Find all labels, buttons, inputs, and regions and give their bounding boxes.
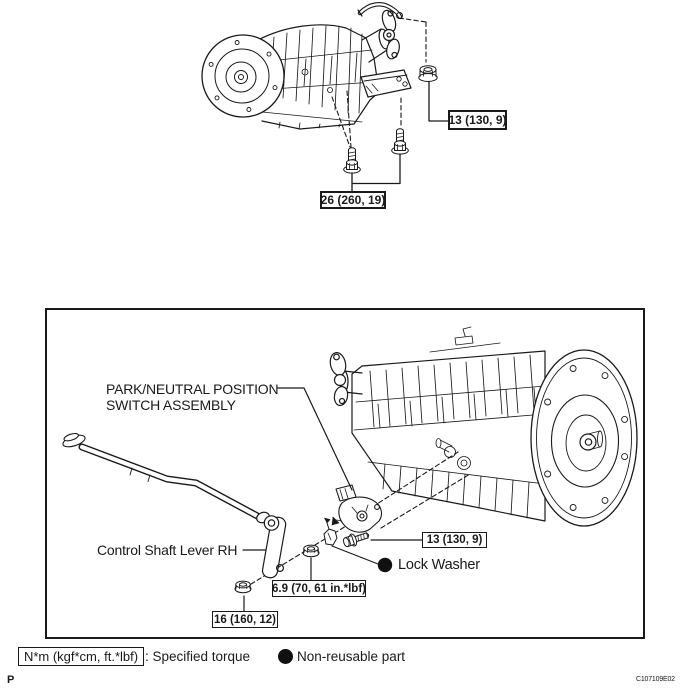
- mount-bolt-2: [391, 128, 409, 155]
- torque-label-13-top-text: 13 (130, 9): [448, 113, 507, 127]
- torque-label-13-bottom-text: 13 (130, 9): [426, 534, 483, 546]
- torque-label-69-text: 6.9 (70, 61 in.*lbf): [272, 582, 366, 595]
- bottom-diagram-frame: [45, 308, 645, 639]
- bottom-transmission-drawing: [329, 326, 638, 527]
- flange-nut: [418, 65, 438, 82]
- control-shaft-lever-label: Control Shaft Lever RH: [97, 542, 238, 558]
- assembly-dashed-lines: [331, 17, 427, 148]
- control-shaft-lever-part: [256, 511, 287, 579]
- park-neutral-switch-label-line2: SWITCH ASSEMBLY: [106, 397, 236, 413]
- lock-washer-part: [323, 517, 338, 546]
- lever-nut: [234, 580, 252, 594]
- torque-label-26: 26 (260, 19): [320, 191, 386, 209]
- top-transmission-drawing: [201, 2, 449, 192]
- install-dashed-lines: [237, 451, 471, 593]
- page-marker: P: [7, 674, 15, 686]
- torque-label-26-text: 26 (260, 19): [320, 193, 386, 207]
- adjust-nut: [302, 544, 320, 558]
- torque-label-13-bottom: 13 (130, 9): [422, 532, 487, 548]
- non-reusable-label: Non-reusable part: [297, 649, 406, 664]
- switch-mount-bolt: [342, 532, 370, 548]
- torque-label-16-text: 16 (160, 12): [213, 613, 276, 626]
- legend: N*m (kgf*cm, ft.*lbf) : Specified torque…: [0, 644, 694, 674]
- figure-code: C107109E02: [636, 676, 675, 683]
- torque-label-13-top: 13 (130, 9): [448, 110, 507, 130]
- torque-symbol-box: N*m (kgf*cm, ft.*lbf): [18, 647, 144, 666]
- top-leader-lines: [351, 80, 449, 192]
- torque-symbol-text: N*m (kgf*cm, ft.*lbf): [23, 649, 139, 664]
- mounting-bracket: [360, 69, 412, 98]
- park-neutral-switch-label-line1: PARK/NEUTRAL POSITION: [106, 381, 279, 397]
- torque-label-69: 6.9 (70, 61 in.*lbf): [272, 580, 366, 597]
- non-reusable-dot-legend: [278, 649, 293, 664]
- torque-label-16: 16 (160, 12): [212, 611, 278, 628]
- control-shaft-rod: [62, 432, 267, 523]
- bottom-leader-lines: [242, 387, 423, 612]
- mount-bolt-1: [343, 147, 361, 174]
- hook-bracket-arm: [357, 2, 403, 20]
- specified-torque-label: : Specified torque: [145, 649, 251, 664]
- lock-washer-label: Lock Washer: [398, 557, 480, 573]
- park-neutral-switch-label: PARK/NEUTRAL POSITION SWITCH ASSEMBLY: [106, 381, 279, 413]
- non-reusable-dot-diagram: [377, 557, 393, 573]
